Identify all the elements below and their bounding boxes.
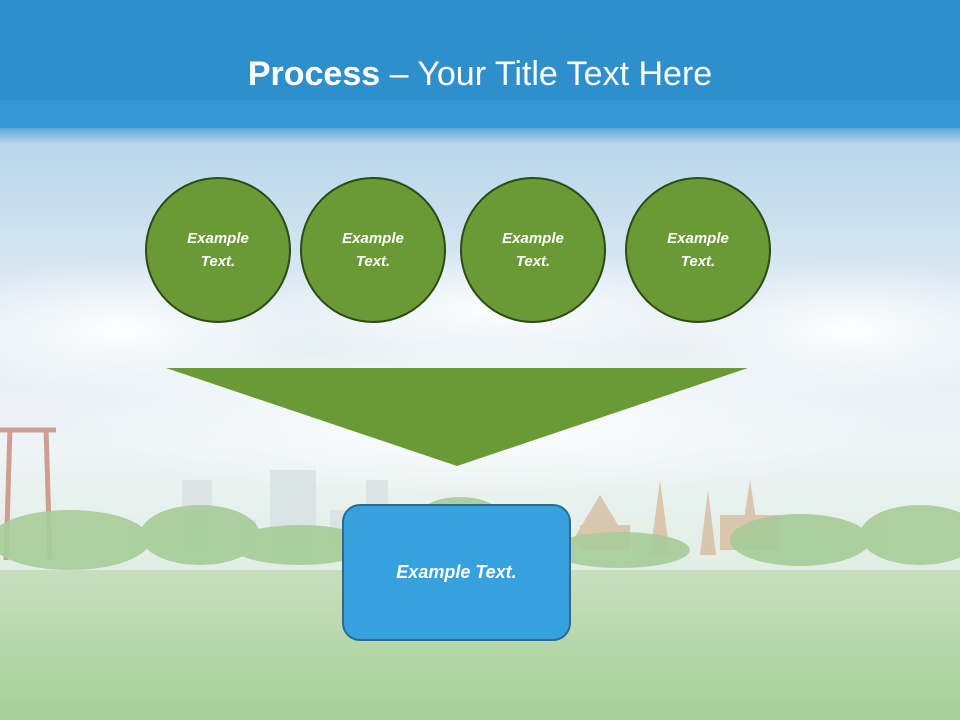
slide-title: Process – Your Title Text Here (0, 52, 960, 96)
process-input-circle-1: Example Text. (145, 177, 291, 323)
process-input-circle-3: Example Text. (460, 177, 606, 323)
circle-label: Example Text. (667, 230, 729, 270)
output-label: Example Text. (396, 562, 517, 582)
process-input-circle-2: Example Text. (300, 177, 446, 323)
title-rest-part: – Your Title Text Here (380, 55, 713, 93)
circle-label: Example Text. (502, 230, 564, 270)
process-output-box: Example Text. (342, 504, 571, 641)
merge-funnel-triangle (166, 368, 748, 466)
circle-label: Example Text. (342, 230, 404, 270)
title-bold-part: Process (247, 55, 381, 93)
circle-label: Example Text. (187, 230, 249, 270)
process-input-circle-4: Example Text. (625, 177, 771, 323)
